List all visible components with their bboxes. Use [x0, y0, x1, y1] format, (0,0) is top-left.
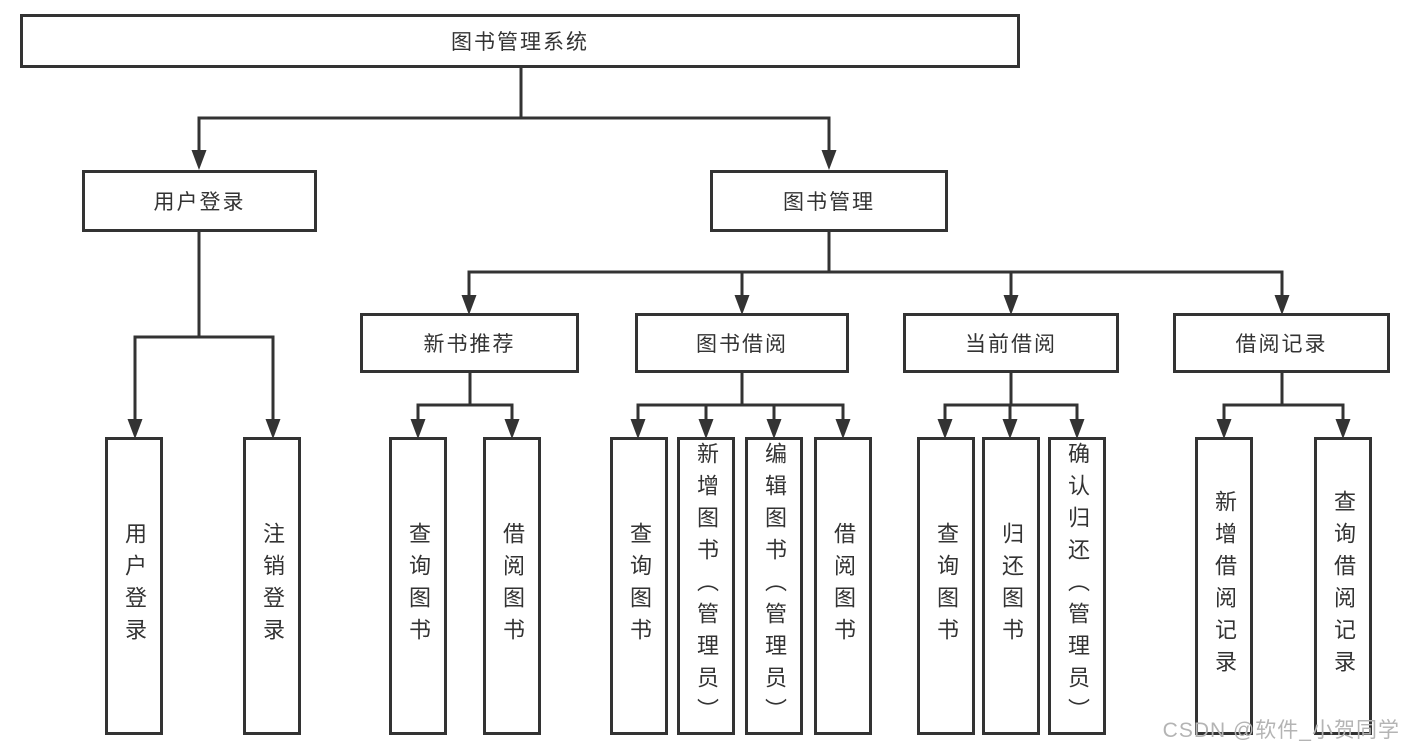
node-label: 用户登录	[122, 522, 147, 650]
node-label: 图书借阅	[696, 333, 788, 356]
node-label: 图书管理	[783, 191, 875, 214]
leaf-edit-books-admin: 编辑图书（管理员）	[745, 437, 803, 735]
node-book-borrowing: 图书借阅	[635, 313, 849, 373]
leaf-query-books-recommend: 查询图书	[389, 437, 447, 735]
leaf-add-books-admin: 新增图书（管理员）	[677, 437, 735, 735]
leaf-user-login: 用户登录	[105, 437, 163, 735]
node-library-management-system: 图书管理系统	[20, 14, 1020, 68]
leaf-confirm-return-admin: 确认归还（管理员）	[1048, 437, 1106, 735]
node-label: 借阅图书	[500, 522, 525, 650]
csdn-watermark: CSDN @软件_小贺同学	[1162, 719, 1400, 742]
node-label: 新增借阅记录	[1212, 490, 1237, 682]
node-user-login: 用户登录	[82, 170, 317, 232]
leaf-logout: 注销登录	[243, 437, 301, 735]
connector-trunks	[133, 66, 1345, 421]
leaf-add-borrow-record: 新增借阅记录	[1195, 437, 1253, 735]
node-label: 用户登录	[153, 191, 246, 214]
node-label: 借阅记录	[1235, 333, 1328, 356]
node-label: 归还图书	[999, 522, 1024, 650]
node-label: 查询图书	[627, 522, 652, 650]
node-borrow-records: 借阅记录	[1173, 313, 1390, 373]
node-new-book-recommend: 新书推荐	[360, 313, 579, 373]
node-book-management: 图书管理	[710, 170, 948, 232]
leaf-return-books: 归还图书	[982, 437, 1040, 735]
node-label: 确认归还（管理员）	[1065, 442, 1090, 730]
node-label: 借阅图书	[831, 522, 856, 650]
node-label: 编辑图书（管理员）	[762, 442, 787, 730]
node-label: 新书推荐	[423, 333, 516, 356]
node-label: 图书管理系统	[451, 31, 589, 54]
leaf-borrow-books-recommend: 借阅图书	[483, 437, 541, 735]
node-label: 注销登录	[260, 522, 285, 650]
leaf-query-books-borrowing: 查询图书	[610, 437, 668, 735]
node-label: 查询图书	[934, 522, 959, 650]
node-label: 查询图书	[406, 522, 431, 650]
leaf-query-books-current: 查询图书	[917, 437, 975, 735]
leaf-query-borrow-record: 查询借阅记录	[1314, 437, 1372, 735]
node-label: 查询借阅记录	[1331, 490, 1356, 682]
node-current-borrowing: 当前借阅	[903, 313, 1119, 373]
leaf-borrow-books: 借阅图书	[814, 437, 872, 735]
node-label: 新增图书（管理员）	[694, 442, 719, 730]
arrowheads	[127, 150, 1351, 439]
node-label: 当前借阅	[965, 333, 1057, 356]
